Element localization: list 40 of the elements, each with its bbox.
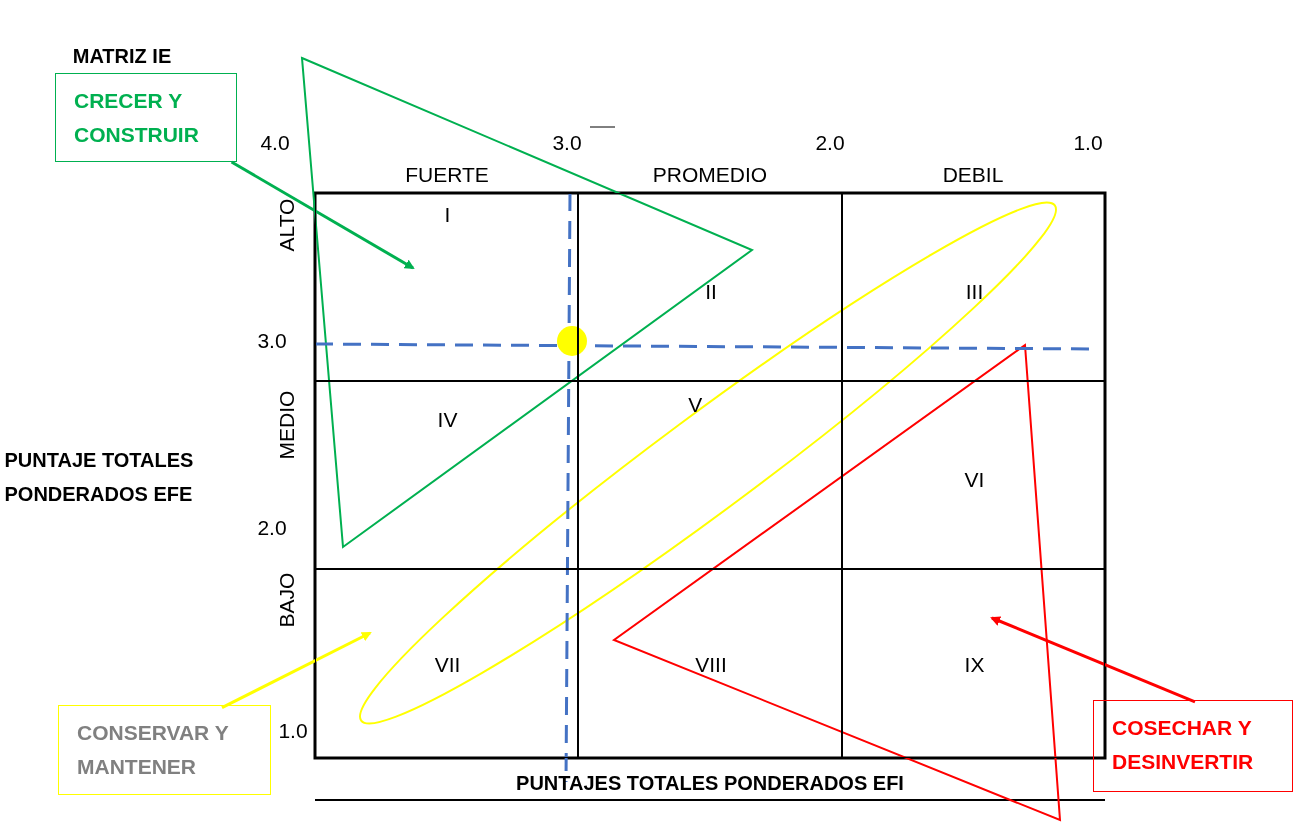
- scale-number: 3.0: [257, 329, 287, 353]
- column-heading: FUERTE: [405, 163, 489, 187]
- arrow: [990, 616, 1196, 704]
- quadrant-number: IX: [964, 652, 985, 677]
- matrix-cell: [315, 193, 578, 381]
- matrix-cell: [842, 569, 1105, 758]
- scale-number: 3.0: [552, 131, 582, 155]
- scale-number: 2.0: [815, 131, 845, 155]
- quadrant-number: II: [705, 279, 717, 304]
- matrix-cell: [578, 381, 842, 569]
- strategy-callout: CONSERVAR Y MANTENER: [58, 705, 271, 795]
- title: MATRIZ IE: [72, 44, 172, 68]
- quadrant-number: VIII: [695, 652, 727, 677]
- matrix-cell: [578, 193, 842, 381]
- row-heading: MEDIO: [275, 390, 299, 460]
- arrow: [230, 160, 415, 270]
- quadrant-number: VI: [964, 467, 985, 492]
- column-heading: DEBIL: [942, 163, 1004, 187]
- quadrant-number: III: [965, 279, 984, 304]
- quadrant-number: VII: [434, 652, 461, 677]
- matrix-cell: [315, 569, 578, 758]
- scale-number: 1.0: [1073, 131, 1103, 155]
- row-heading: BAJO: [275, 572, 299, 628]
- matrix-cell: [842, 381, 1105, 569]
- axis-title: PUNTAJE TOTALES PONDERADOS EFE: [4, 448, 195, 507]
- strategy-callout: CRECER Y CONSTRUIR: [55, 73, 237, 162]
- quadrant-number: V: [688, 392, 703, 417]
- scale-number: 1.0: [278, 719, 308, 743]
- column-heading: PROMEDIO: [652, 163, 768, 187]
- scale-number: 4.0: [260, 131, 290, 155]
- matrix-cell: [315, 381, 578, 569]
- quadrant-number: I: [444, 202, 451, 227]
- strategy-callout: COSECHAR Y DESINVERTIR: [1093, 700, 1293, 792]
- matrix-cell: [578, 569, 842, 758]
- quadrant-number: IV: [437, 407, 458, 432]
- row-heading: ALTO: [275, 198, 299, 252]
- matrix-cell: [842, 193, 1105, 381]
- arrow: [221, 631, 372, 710]
- scale-number: 2.0: [257, 516, 287, 540]
- axis-title: PUNTAJES TOTALES PONDERADOS EFI: [516, 771, 904, 795]
